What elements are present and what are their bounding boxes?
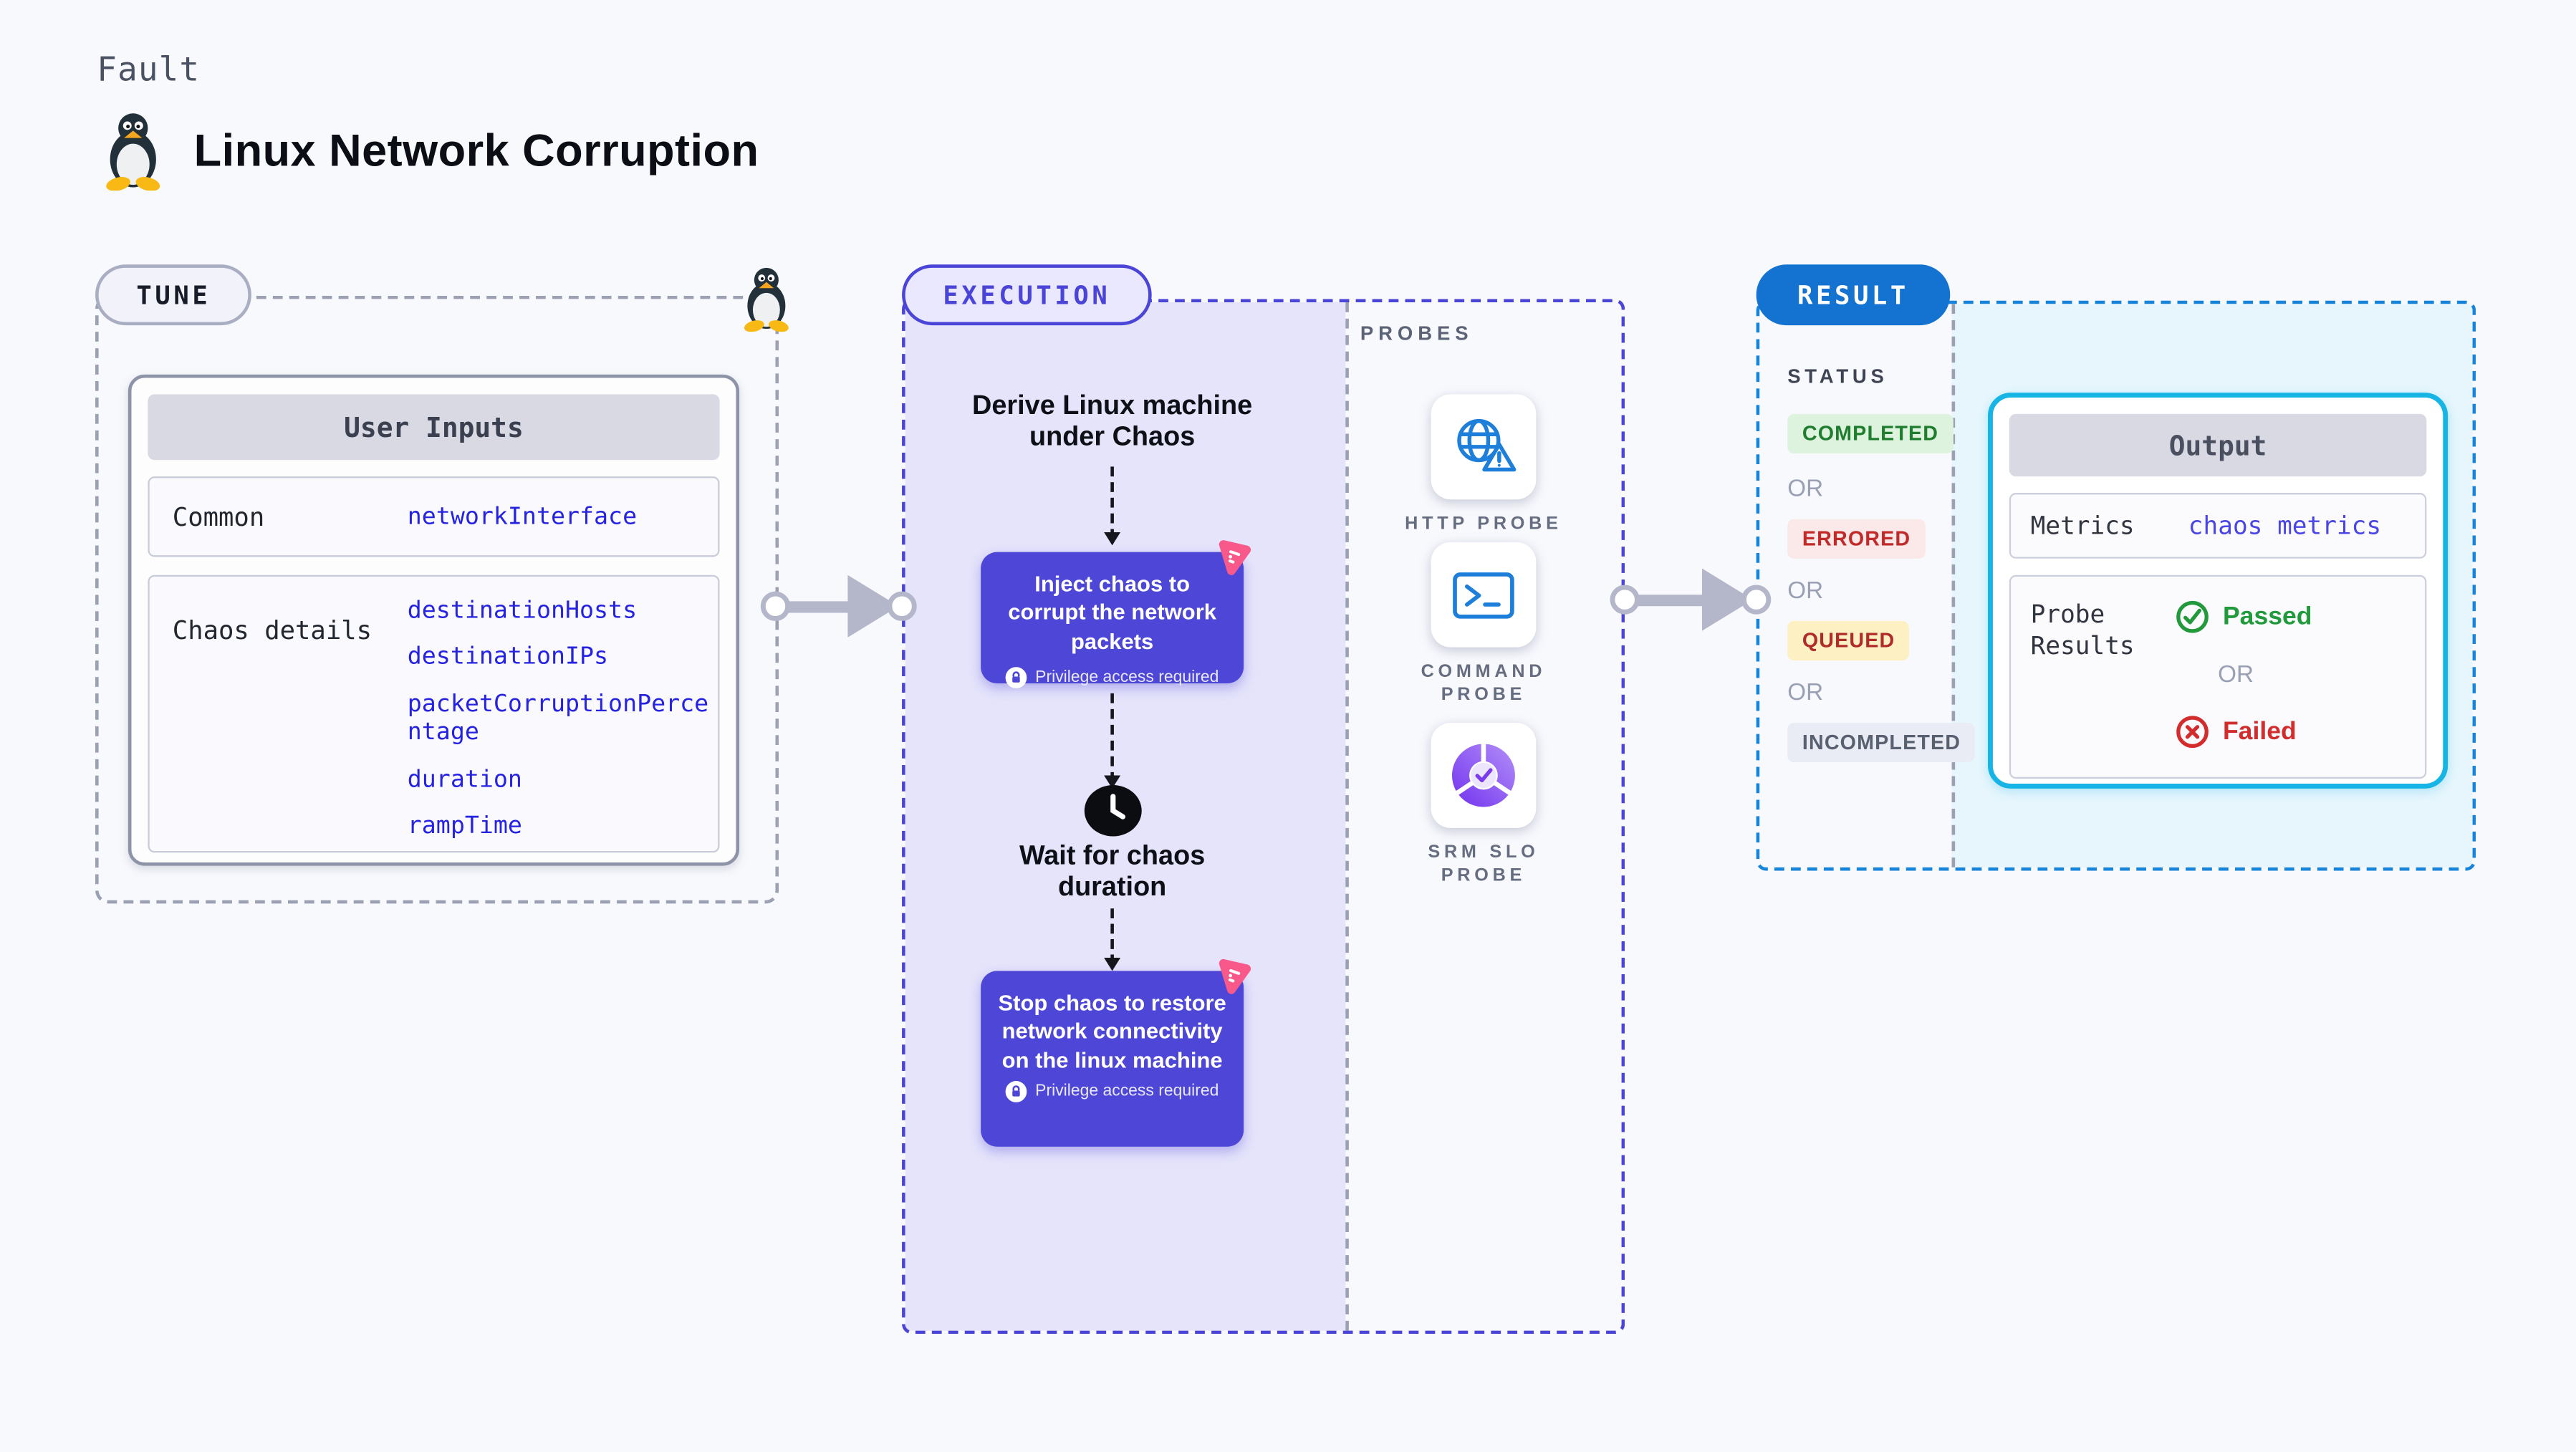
failed-line: Failed [2175,715,2297,749]
connector-dot [1610,585,1640,615]
globe-warning-icon [1446,413,1521,481]
flow-dotted-arrow [1104,693,1121,789]
x-circle-icon [2175,715,2209,749]
privilege-note: Privilege access required [1035,1082,1219,1101]
srm-slo-probe-card[interactable] [1431,723,1537,828]
inject-chaos-node[interactable]: Inject chaos to corrupt the network pack… [981,552,1244,688]
or-label: OR [2218,662,2254,688]
passed-line: Passed [2175,600,2312,634]
input-value-link[interactable]: duration [407,766,522,793]
linux-tux-corner-icon [739,266,794,332]
result-divider [1951,304,1956,867]
execution-probes-divider [1345,302,1349,1331]
http-probe-card[interactable] [1431,394,1537,500]
input-row-label: Common [172,502,265,533]
tune-badge: TUNE [95,264,252,326]
linux-tux-icon [100,112,166,191]
metrics-value-link[interactable]: chaos metrics [2188,511,2382,541]
wait-step-label: Wait for chaos duration [1019,841,1206,903]
derive-step-label: Derive Linux machine under Chaos [972,390,1253,453]
probes-header: PROBES [1360,322,1474,345]
input-row-chaos-details: Chaos details destinationHosts destinati… [148,574,720,853]
output-card: Output Metrics chaos metrics Probe Resul… [1988,393,2448,789]
command-probe-label: COMMAND PROBE [1421,662,1547,706]
input-row-common: Common networkInterface [148,476,720,557]
privilege-note: Privilege access required [1035,668,1219,687]
execution-badge: EXECUTION [902,264,1152,326]
user-inputs-title: User Inputs [148,394,720,461]
input-value-link[interactable]: networkInterface [407,504,638,531]
fault-eyebrow: Fault [97,49,201,89]
page-title: Linux Network Corruption [193,125,759,176]
failed-label: Failed [2222,717,2297,746]
http-probe-label: HTTP PROBE [1405,514,1562,534]
status-badge-errored: ERRORED [1787,519,1926,559]
status-header: STATUS [1787,365,1888,388]
passed-label: Passed [2222,602,2312,630]
user-inputs-card: User Inputs Common networkInterface Chao… [128,374,740,866]
result-badge: RESULT [1756,264,1951,326]
or-label: OR [1787,680,1824,707]
command-probe-card[interactable] [1431,542,1537,648]
slo-donut-icon [1446,738,1521,813]
connector-dot [760,591,791,621]
srm-slo-probe-label: SRM SLO PROBE [1428,842,1539,886]
input-row-label: Chaos details [172,616,373,646]
check-circle-icon [2175,600,2209,634]
input-value-link[interactable]: destinationIPs [407,644,609,671]
input-value-link[interactable]: rampTime [407,813,522,840]
stop-chaos-node[interactable]: Stop chaos to restore network connectivi… [981,971,1244,1147]
terminal-icon [1447,564,1519,625]
output-title: Output [2009,413,2427,477]
input-value-link[interactable]: packetCorruptionPercentage [407,691,709,746]
status-badge-completed: COMPLETED [1787,413,1953,453]
metrics-row: Metrics chaos metrics [2009,493,2427,559]
lock-icon [1005,1080,1027,1102]
execution-to-result-arrow [1623,562,1758,637]
chaos-fault-icon [1208,533,1258,583]
stop-chaos-label: Stop chaos to restore network connectivi… [998,990,1226,1072]
lock-icon [1005,666,1027,688]
probe-results-row: Probe Results Passed OR Failed [2009,574,2427,779]
or-label: OR [1787,476,1824,503]
or-label: OR [1787,578,1824,605]
probe-results-label: Probe Results [2030,600,2135,660]
chaos-fault-icon [1208,951,1258,1001]
input-value-link[interactable]: destinationHosts [407,597,638,625]
clock-icon [1082,784,1143,846]
status-badge-incompleted: INCOMPLETED [1787,723,1976,763]
metrics-label: Metrics [2030,511,2135,541]
status-badge-queued: QUEUED [1787,620,1911,660]
flow-dotted-arrow [1104,908,1121,971]
flow-dotted-arrow [1104,466,1121,546]
connector-dot [887,591,917,621]
connector-dot [1741,585,1772,615]
inject-chaos-label: Inject chaos to corrupt the network pack… [1008,572,1216,653]
